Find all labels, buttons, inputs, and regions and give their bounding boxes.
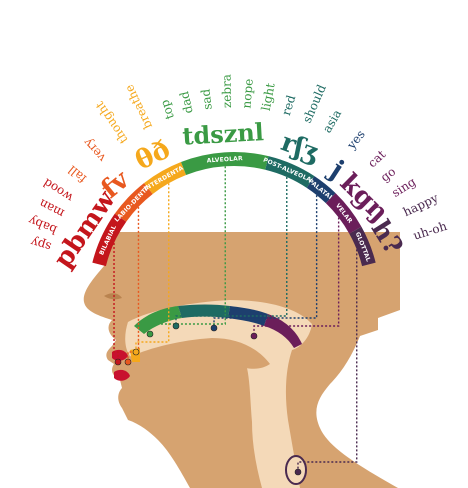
example-word-labiodental: very [80, 135, 109, 165]
example-word-alveolar: light [259, 82, 278, 112]
example-word-palatal: yes [344, 127, 368, 152]
head-illustration [84, 232, 400, 488]
articulation-point-labiodental [125, 359, 131, 365]
example-word-alveolar: top [157, 98, 177, 121]
example-word-interdental: breathe [122, 82, 155, 131]
example-word-postalveolar: red [279, 93, 298, 117]
example-word-glottal: happy [401, 191, 441, 220]
articulation-point-palatal [211, 325, 217, 331]
articulation-point-alveolar [147, 331, 153, 337]
articulation-point-postalveolar [173, 323, 179, 329]
example-word-glottal: uh-oh [412, 219, 449, 243]
example-word-alveolar: dad [177, 90, 196, 115]
articulation-point-glottal [295, 469, 301, 475]
ipa-sounds-alveolar: tdsznl [182, 117, 265, 151]
example-word-bilabial: spy [29, 235, 53, 254]
articulation-point-bilabial [115, 359, 121, 365]
example-word-alveolar: zebra [220, 74, 235, 108]
articulation-point-interdental [133, 349, 139, 355]
example-word-interdental: thought [92, 99, 130, 147]
example-word-velar: go [378, 164, 398, 184]
example-word-postalveolar: asia [320, 107, 344, 135]
example-word-alveolar: sad [198, 88, 214, 111]
example-word-alveolar: nope [239, 78, 256, 109]
example-word-labiodental: fall [65, 163, 89, 186]
articulation-point-velar [251, 333, 257, 339]
